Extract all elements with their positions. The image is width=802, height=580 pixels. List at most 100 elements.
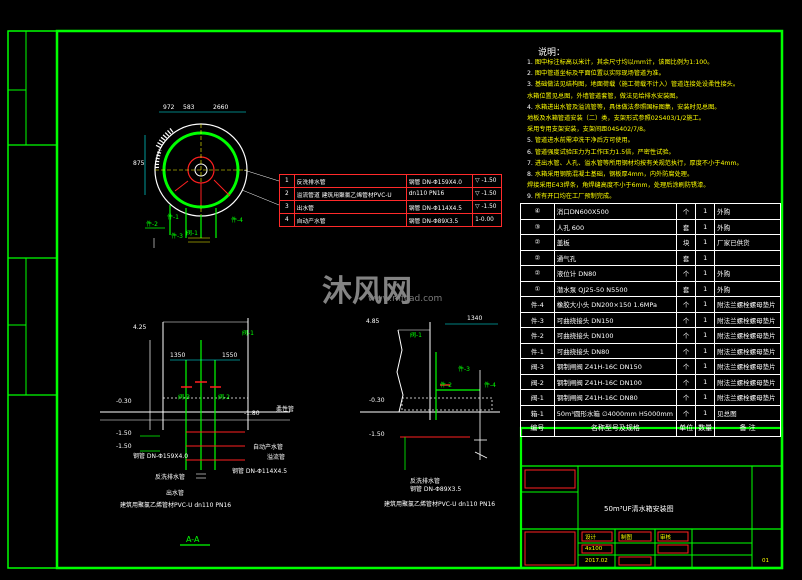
parts-cell-name: 消口DN600X500 — [553, 203, 678, 220]
legend-cell-spec: 钢管 DN-Φ159X4.0 — [405, 174, 474, 188]
parts-cell-name: 潜水泵 QJ25-50 N5500 — [553, 280, 678, 297]
parts-cell-qty: 1 — [695, 373, 716, 390]
parts-cell-name: 钢制闸阀 Z41H-16C DN80 — [553, 389, 678, 406]
parts-cell-unit: 个 — [676, 404, 697, 421]
section-label: 建筑用聚氯乙烯管材PVC-U dn110 PN16 — [384, 501, 496, 508]
section-tag: 阀-3 — [178, 394, 190, 401]
parts-cell-unit: 个 — [676, 311, 697, 328]
legend-cell-name: 自动产水管 — [293, 213, 407, 227]
title-block-cell: 4x100 — [585, 546, 603, 552]
legend-cell-no: 4 — [279, 213, 295, 227]
parts-cell-unit: 个 — [676, 265, 697, 282]
elevation-label: 4.85 — [366, 318, 380, 325]
note-item: 焊接采用E43焊条，角焊缝高度不小于6mm，处理后涂刷防锈漆。 — [527, 182, 710, 190]
elevation-label: -1.50 — [369, 431, 385, 438]
dimension-label: 1340 — [467, 315, 483, 322]
note-item: 6. 管道强度试验压力为工作压力1.5倍，严密性试验。 — [527, 148, 675, 156]
parts-cell-unit: 个 — [676, 373, 697, 390]
plan-tag: 件-4 — [231, 217, 243, 224]
elevation-label: -0.30 — [369, 397, 385, 404]
parts-cell-note: 附法兰螺栓螺母垫片 — [714, 327, 781, 344]
section-label: 钢管 DN-Φ114X4.5 — [232, 468, 288, 475]
parts-cell-unit: 个 — [676, 203, 697, 220]
parts-cell-unit: 个 — [676, 389, 697, 406]
section-label: 反洗排水管 — [410, 478, 441, 485]
elevation-label: -0.30 — [116, 398, 132, 405]
parts-cell-name: 可曲挠接头 DN80 — [553, 342, 678, 359]
title-block-cell: 设计 — [585, 535, 597, 541]
legend-cell-name: 溢流管道 建筑用聚氯乙烯管材PVC-U — [293, 187, 407, 201]
parts-cell-name: 橡胶大小头 DN200×150 1.6MPa — [553, 296, 678, 313]
parts-cell-note: 外购 — [714, 265, 781, 282]
note-item: 2. 图中管道坐标及平面位置以实际现场管道为准。 — [527, 70, 665, 78]
parts-cell-no: ④ — [520, 203, 555, 220]
elevation-label: -1.50 — [116, 430, 132, 437]
legend-cell-level: ▽ -1.50 — [472, 174, 502, 188]
parts-cell-name: 盖板 — [553, 234, 678, 251]
parts-cell-unit: 个 — [676, 327, 697, 344]
legend-cell-spec: 钢管 DN-Φ114X4.5 — [405, 200, 474, 214]
sheet-number: 01 — [762, 558, 769, 564]
parts-cell-qty: 1 — [695, 327, 716, 344]
title-block-lines — [519, 426, 784, 570]
parts-cell-name: 通气孔 — [553, 249, 678, 266]
parts-cell-name: 人孔 600 — [553, 218, 678, 235]
section-label: 自动产水管 — [253, 444, 284, 451]
elevation-label: 4.25 — [133, 324, 147, 331]
parts-cell-qty: 1 — [695, 265, 716, 282]
plan-dim-label: 972 — [163, 104, 175, 111]
note-item: 1. 图中标注标高以米计，其余尺寸均以mm计，该图比例为1:100。 — [527, 59, 714, 66]
parts-cell-no: ② — [520, 265, 555, 282]
section-label: 柔性管 — [276, 406, 295, 413]
legend-cell-level: ▽ -1.50 — [472, 187, 502, 201]
plan-dim-label: 2660 — [213, 104, 229, 111]
parts-cell-no: ③ — [520, 218, 555, 235]
parts-cell-note: 外购 — [714, 280, 781, 297]
tank-plan-view — [144, 111, 280, 248]
legend-cell-level: ▽ -1.50 — [472, 200, 502, 214]
drawing-title: 50m³UF清水箱安装图 — [604, 505, 674, 513]
section-tag: 阀-1 — [410, 332, 422, 339]
notes-title: 说明： — [538, 48, 566, 58]
parts-cell-qty: 1 — [695, 389, 716, 406]
parts-cell-name: 可曲挠接头 DN150 — [553, 311, 678, 328]
notes-list: 1. 图中标注标高以米计，其余尺寸均以mm计，该图比例为1:100。 2. 图中… — [527, 57, 777, 203]
elevation-label: -1.50 — [116, 443, 132, 450]
legend-cell-no: 2 — [279, 187, 295, 201]
parts-cell-note: 外购 — [714, 203, 781, 220]
section-right — [360, 322, 500, 470]
parts-cell-no: 件-4 — [520, 296, 555, 313]
parts-cell-no: ② — [520, 234, 555, 251]
parts-cell-qty: 1 — [695, 358, 716, 375]
parts-table-header: 编号 名称型号及规格 单位 数量 备 注 — [520, 420, 781, 437]
plan-tag: 件-3 — [171, 233, 183, 240]
legend-cell-level: 1-0.00 — [472, 213, 502, 227]
plan-tag: 阀-1 — [186, 230, 198, 237]
section-tag: 件-4 — [484, 382, 496, 389]
plan-tag: 件-1 — [167, 214, 179, 221]
parts-cell-note: 附法兰螺栓螺母垫片 — [714, 342, 781, 359]
section-label: 建筑用聚氯乙烯管材PVC-U dn110 PN16 — [120, 502, 232, 509]
parts-cell-name: 钢制闸阀 Z41H-16C DN150 — [553, 358, 678, 375]
parts-cell-unit: 个 — [676, 342, 697, 359]
parts-cell-no: 件-1 — [520, 342, 555, 359]
plan-dim-label: 583 — [183, 104, 195, 111]
plan-tag: 件-2 — [146, 221, 158, 228]
title-block-red-cells — [524, 469, 689, 566]
section-title: A-A — [186, 535, 200, 544]
parts-cell-qty: 1 — [695, 296, 716, 313]
parts-cell-note: 厂家已供货 — [714, 234, 781, 251]
section-tag: 件-3 — [458, 366, 470, 373]
legend-cell-spec: dn110 PN16 — [405, 187, 474, 201]
